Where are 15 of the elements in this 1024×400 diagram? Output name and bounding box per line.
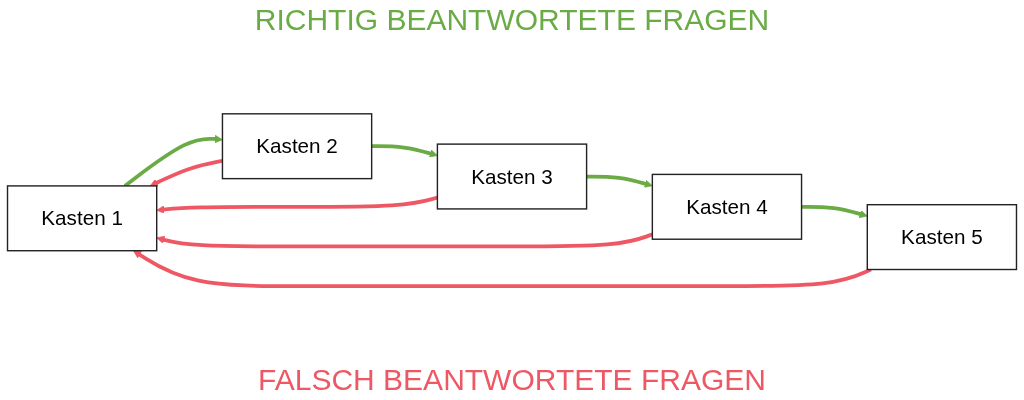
arrow [149, 158, 223, 187]
node-box: Kasten 5 [866, 204, 1018, 271]
annotation-label: RICHTIG BEANTWORTETE FRAGEN [254, 2, 770, 38]
node-box: Kasten 1 [6, 185, 158, 252]
arrow [371, 144, 438, 158]
node-box: Kasten 4 [651, 173, 803, 240]
arrow [156, 195, 438, 214]
node-box: Kasten 2 [221, 113, 373, 180]
arrow [133, 250, 872, 289]
arrow [801, 204, 868, 219]
arrow [123, 134, 223, 188]
arrow [156, 232, 653, 249]
arrow [586, 174, 653, 188]
annotation-label: FALSCH BEANTWORTETE FRAGEN [258, 362, 766, 398]
node-box: Kasten 3 [436, 143, 588, 210]
